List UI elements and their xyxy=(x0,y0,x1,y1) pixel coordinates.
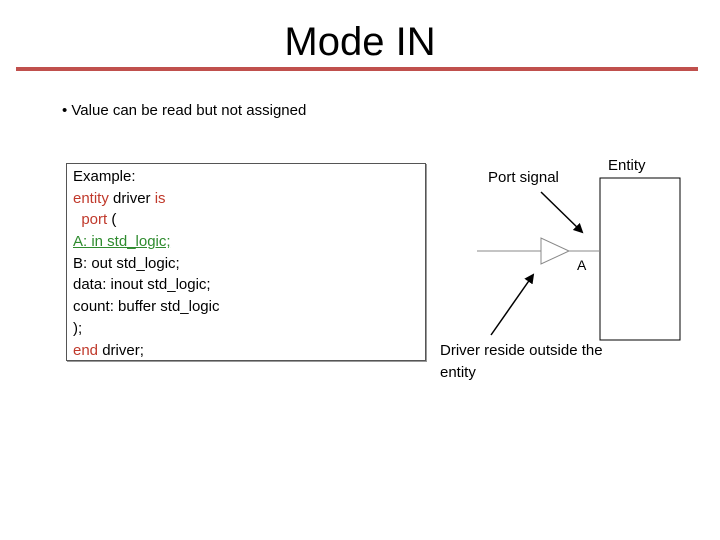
code-example-box: Example: entity driver is port ( A: in s… xyxy=(66,163,426,361)
code-end-name: driver; xyxy=(98,341,144,359)
port-signal-label: Port signal xyxy=(488,169,559,186)
code-line-close-paren: ); xyxy=(73,319,83,337)
code-line-entity: entity driver is xyxy=(73,188,425,210)
code-line-end: end driver; xyxy=(73,340,425,362)
port-a-label: A xyxy=(577,257,587,273)
driver-outside-label: Driver reside outside the entity xyxy=(440,342,603,381)
entity-box xyxy=(599,177,681,341)
port-signal-arrow xyxy=(540,191,584,234)
driver-arrow xyxy=(490,273,535,336)
keyword-entity: entity xyxy=(73,189,109,207)
bullet-point: • Value can be read but not assigned xyxy=(62,102,307,119)
code-line-port: port ( xyxy=(73,209,425,231)
entity-label: Entity xyxy=(608,157,646,174)
code-line-port-b: B: out std_logic; xyxy=(73,254,180,272)
keyword-port: port xyxy=(81,211,108,229)
code-entity-name: driver xyxy=(108,189,155,207)
code-line-example: Example: xyxy=(73,168,136,185)
code-line-port-a: A: in std_logic; xyxy=(73,233,171,251)
keyword-end: end xyxy=(73,341,99,359)
port-buffer-triangle xyxy=(540,237,571,265)
slide-title: Mode IN xyxy=(284,20,436,64)
code-line-port-count: count: buffer std_logic xyxy=(73,298,220,316)
keyword-is: is xyxy=(154,189,166,207)
code-line-port-data: data: inout std_logic; xyxy=(73,276,211,294)
code-port-paren: ( xyxy=(107,211,117,229)
title-divider xyxy=(16,67,698,71)
